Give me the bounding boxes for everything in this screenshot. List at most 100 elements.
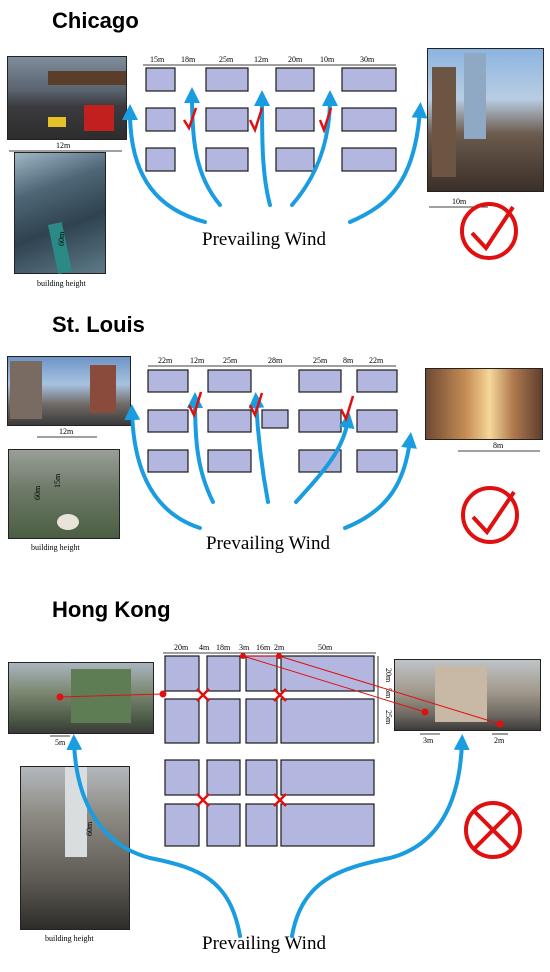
sight-line	[278, 655, 501, 725]
building-block	[147, 409, 189, 433]
building-block	[147, 449, 189, 473]
elevated-train	[48, 71, 126, 85]
building-block	[275, 147, 315, 172]
building-block	[206, 698, 241, 744]
sight-point	[496, 720, 504, 728]
hong-kong-left-photo-dim: 5m	[55, 738, 66, 747]
chicago-aerial-caption: building height	[37, 279, 86, 288]
round-plaza	[57, 514, 79, 530]
building-block	[298, 409, 342, 433]
hong-kong-side-dim: 25m	[384, 710, 393, 725]
st-louis-dim-label: 28m	[268, 356, 283, 365]
st-louis-street-photo	[7, 356, 131, 426]
hong-kong-right-photo-dim: 2m	[494, 736, 505, 745]
building-block	[280, 803, 375, 847]
st-louis-aerial-caption: building height	[31, 543, 80, 552]
hong-kong-dim-label: 18m	[216, 643, 231, 652]
building-block	[207, 449, 252, 473]
hong-kong-street-photo	[8, 662, 154, 734]
chicago-right-photo	[427, 48, 544, 192]
building-block	[164, 698, 200, 744]
building-block	[245, 803, 278, 847]
chicago-aerial-photo	[14, 152, 106, 274]
sight-line	[59, 693, 164, 698]
building-block	[207, 409, 252, 433]
building-block	[275, 67, 315, 92]
building-block	[245, 759, 278, 796]
chicago-dim-label: 20m	[288, 55, 303, 64]
tower-building	[10, 361, 42, 419]
hong-kong-blocked-marks	[196, 688, 287, 807]
hong-kong-dim-label: 3m	[239, 643, 250, 652]
chicago-aerial-height: 60m	[57, 231, 66, 246]
st-louis-aerial-height: 60m	[33, 485, 42, 500]
building-block	[261, 409, 289, 429]
wind-arrow	[254, 90, 272, 207]
st-louis-red-ticks	[187, 391, 355, 423]
building-block	[164, 759, 200, 796]
red-truck	[84, 105, 114, 131]
hong-kong-dim-label: 50m	[318, 643, 333, 652]
st-louis-dim-label: 25m	[313, 356, 328, 365]
sight-line	[242, 655, 426, 713]
st-louis-right-photo-dim: 8m	[493, 441, 504, 450]
red-tick	[248, 392, 264, 419]
building-block	[356, 409, 398, 433]
section-title-hong-kong: Hong Kong	[52, 597, 171, 622]
brick-building	[90, 365, 116, 413]
wind-arrow	[122, 104, 207, 224]
building-block	[207, 369, 252, 393]
hong-kong-dim-label: 4m	[199, 643, 210, 652]
st-louis-dim-label: 12m	[190, 356, 205, 365]
hong-kong-street-height: 60m	[85, 821, 94, 836]
building-block	[341, 147, 397, 172]
red-tick	[187, 391, 203, 419]
chicago-right-photo-dim: 10m	[452, 197, 467, 206]
red-tick	[339, 395, 355, 423]
building-block	[298, 369, 342, 393]
hong-kong-side-dim: 5m	[384, 688, 393, 699]
hong-kong-dim-label: 16m	[256, 643, 271, 652]
building-block	[206, 759, 241, 796]
building-block	[145, 107, 176, 132]
building-block	[205, 67, 249, 92]
st-louis-dim-label: 25m	[223, 356, 238, 365]
building-block	[341, 67, 397, 92]
sight-point	[421, 708, 429, 716]
st-louis-left-photo-dim: 12m	[59, 427, 74, 436]
chicago-dim-label: 25m	[219, 55, 234, 64]
chicago-dim-label: 12m	[254, 55, 269, 64]
hong-kong-sight-lines	[56, 653, 504, 728]
hong-kong-side-dim: 20m	[384, 668, 393, 683]
building-block	[356, 449, 398, 473]
building-block	[206, 803, 241, 847]
cross-circle-icon	[464, 801, 522, 859]
st-louis-aerial-photo	[8, 449, 120, 539]
building-block	[280, 698, 375, 744]
sight-point	[56, 693, 64, 701]
building-block	[280, 759, 375, 796]
hong-kong-dim-label: 20m	[174, 643, 189, 652]
hong-kong-dim-label: 2m	[274, 643, 285, 652]
building-block	[164, 655, 200, 692]
center-building	[435, 666, 487, 722]
building-block	[275, 107, 315, 132]
st-louis-dim-label: 22m	[158, 356, 173, 365]
building-block	[206, 655, 241, 692]
chicago-building-grid	[145, 67, 397, 172]
wind-arrow	[294, 412, 355, 504]
building-block	[205, 107, 249, 132]
building-block	[356, 369, 398, 393]
check-mark-icon	[461, 486, 519, 544]
red-tick	[248, 107, 264, 134]
hong-kong-street-caption: building height	[45, 934, 94, 943]
wind-arrow	[290, 734, 470, 938]
chicago-dim-label: 15m	[150, 55, 165, 64]
section-title-chicago: Chicago	[52, 8, 139, 33]
sight-point	[276, 653, 282, 659]
building-block	[145, 147, 176, 172]
hong-kong-wind-arrows	[66, 734, 470, 938]
red-tick	[318, 107, 333, 134]
wind-arrow	[184, 87, 222, 207]
